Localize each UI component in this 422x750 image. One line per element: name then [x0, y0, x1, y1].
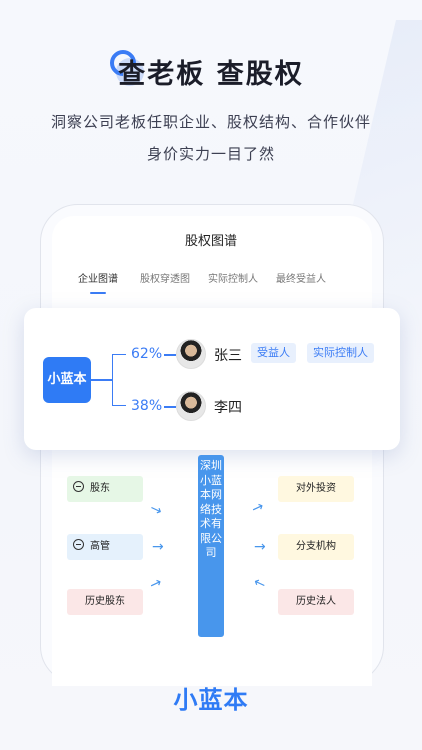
node-historical-legal-rep[interactable]: 历史法人 — [278, 589, 354, 615]
beneficiary-tag: 受益人 — [251, 343, 296, 363]
holder-percent: 62% — [131, 346, 163, 362]
node-label: 分支机构 — [296, 541, 336, 552]
hero-subtitle-line2: 身价实力一目了然 — [146, 145, 275, 163]
screen-title: 股权图谱 — [184, 234, 237, 249]
node-executives[interactable]: 高管 — [67, 534, 143, 560]
node-label: 历史股东 — [85, 596, 125, 607]
active-tab-indicator — [90, 292, 106, 294]
node-branches[interactable]: 分支机构 — [278, 534, 354, 560]
node-shareholders[interactable]: 股东 — [67, 476, 143, 502]
avatar[interactable] — [176, 339, 206, 369]
node-historical-shareholders[interactable]: 历史股东 — [67, 589, 143, 615]
tab-final-beneficiary[interactable]: 最终受益人 — [276, 274, 326, 285]
avatar[interactable] — [176, 391, 206, 421]
node-label: 股东 — [90, 483, 110, 494]
company-logo: 小蓝本 — [43, 357, 91, 403]
node-label: 对外投资 — [296, 483, 336, 494]
hero-title: 查老板 查股权 — [118, 59, 304, 90]
arrow-right-icon: → — [152, 539, 164, 555]
hero-subtitle: 洞察公司老板任职企业、股权结构、合作伙伴 身价实力一目了然 — [0, 106, 422, 170]
holder-name[interactable]: 张三 — [214, 348, 242, 364]
node-outbound-investment[interactable]: 对外投资 — [278, 476, 354, 502]
connector-line — [164, 406, 176, 408]
tab-enterprise-graph[interactable]: 企业图谱 — [78, 274, 118, 285]
arrow-right-icon: → — [254, 539, 266, 555]
holder-percent: 38% — [131, 398, 163, 414]
hero-subtitle-line1: 洞察公司老板任职企业、股权结构、合作伙伴 — [50, 113, 371, 131]
company-node[interactable]: 深圳小蓝本网络技术有限公司 — [198, 455, 224, 637]
collapse-icon[interactable] — [73, 481, 84, 492]
node-label: 高管 — [90, 541, 110, 552]
title-decoration-dot — [116, 58, 144, 86]
node-label: 历史法人 — [296, 596, 336, 607]
holder-name[interactable]: 李四 — [214, 400, 242, 416]
connector-line — [164, 354, 176, 356]
tab-equity-penetration[interactable]: 股权穿透图 — [140, 274, 190, 285]
collapse-icon[interactable] — [73, 539, 84, 550]
brand-logo: 小蓝本 — [173, 686, 249, 714]
connector-line — [91, 379, 113, 381]
actual-controller-tag: 实际控制人 — [307, 343, 374, 363]
tab-actual-controller[interactable]: 实际控制人 — [208, 274, 258, 285]
connector-bracket — [112, 354, 126, 406]
